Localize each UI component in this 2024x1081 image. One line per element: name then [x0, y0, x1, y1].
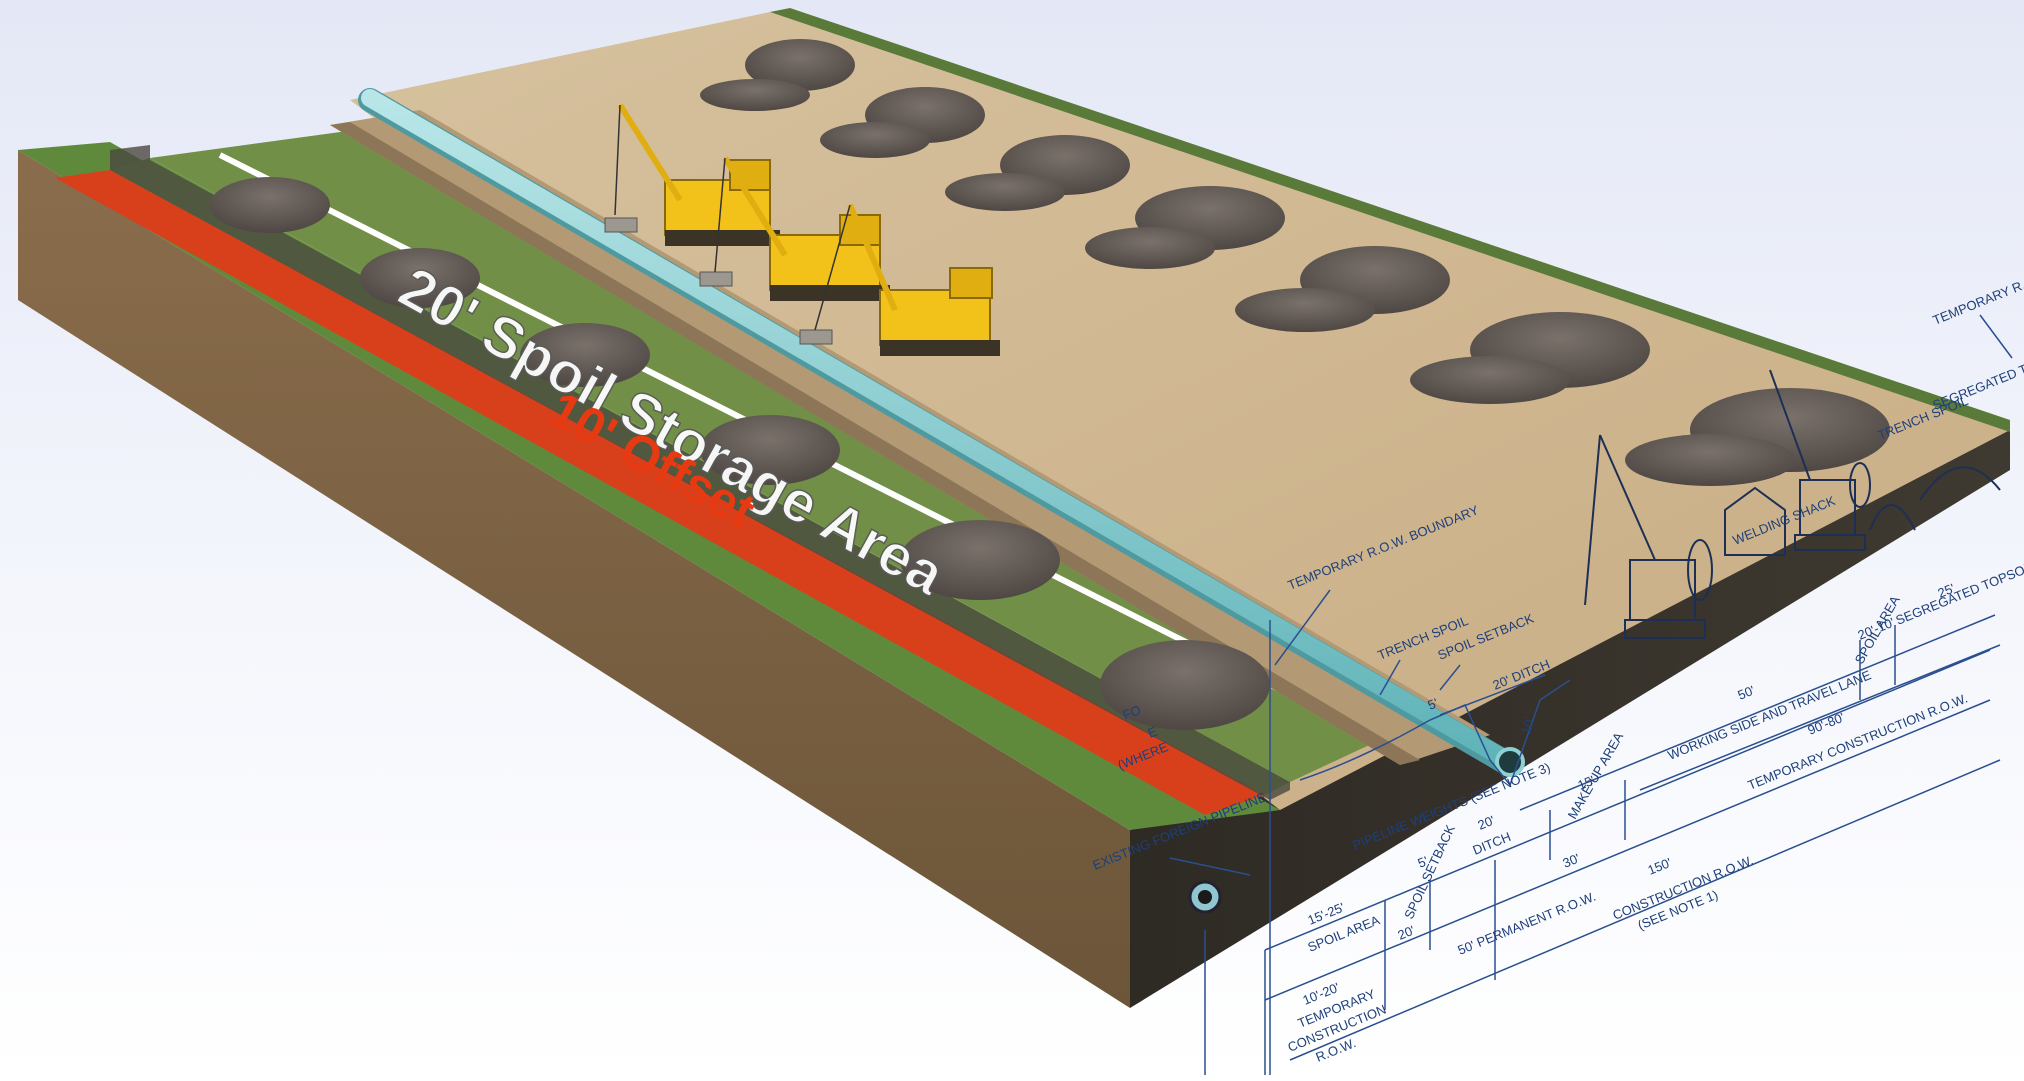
- partial-label-fo: FO: [1121, 702, 1143, 723]
- top-depth-dim: 10': [1518, 716, 1537, 736]
- ditch-20-dim: 20': [1476, 813, 1497, 833]
- temp-90-80-dim: 90'-80': [1806, 710, 1847, 738]
- perm-30-dim: 30': [1561, 851, 1582, 871]
- dimension-lines: [1264, 614, 2001, 1075]
- topsoil-25-dim: 25': [1936, 581, 1957, 601]
- trench-shadow: [330, 122, 1420, 765]
- silt-fence: [110, 145, 1290, 800]
- makeup-label: MAKE-UP AREA: [1565, 729, 1627, 821]
- blueprint-equipment: [1299, 369, 2001, 787]
- perm-20-dim: 20': [1396, 923, 1417, 943]
- dirt-spoil-piles: [700, 39, 1890, 486]
- trench: [330, 110, 1490, 765]
- pipeline-weights: [604, 217, 833, 345]
- grass-spoil-piles: [210, 177, 1270, 730]
- construction-150-dim: 150': [1646, 855, 1674, 878]
- sideboom-tractor-2: [714, 156, 890, 301]
- soil-front-face: [1130, 430, 2010, 1008]
- temp-row-boundary-right-label: TEMPORARY R.O.W. BOUNDARY: [1931, 237, 2024, 328]
- perm-label: 50' PERMANENT R.O.W.: [1456, 889, 1598, 958]
- far-grass-edge: [770, 8, 2010, 432]
- ditch-label: DITCH: [1471, 829, 1513, 858]
- topsoil-label: SEGREGATED TOPSOIL: [1894, 558, 2024, 628]
- leader-lines: [1169, 314, 2013, 1075]
- existing-pipeline-end: [1188, 880, 1222, 914]
- makeup-15-dim: 15': [1576, 773, 1597, 793]
- soil-side-face: [18, 150, 1130, 1008]
- spoil-area-15-25-dim: 15'-25': [1306, 900, 1347, 928]
- working-50-dim: 50': [1736, 683, 1757, 703]
- pipeline: [358, 88, 1525, 777]
- offset-band: [55, 170, 1265, 815]
- sideboom-tractor-3: [814, 203, 1000, 356]
